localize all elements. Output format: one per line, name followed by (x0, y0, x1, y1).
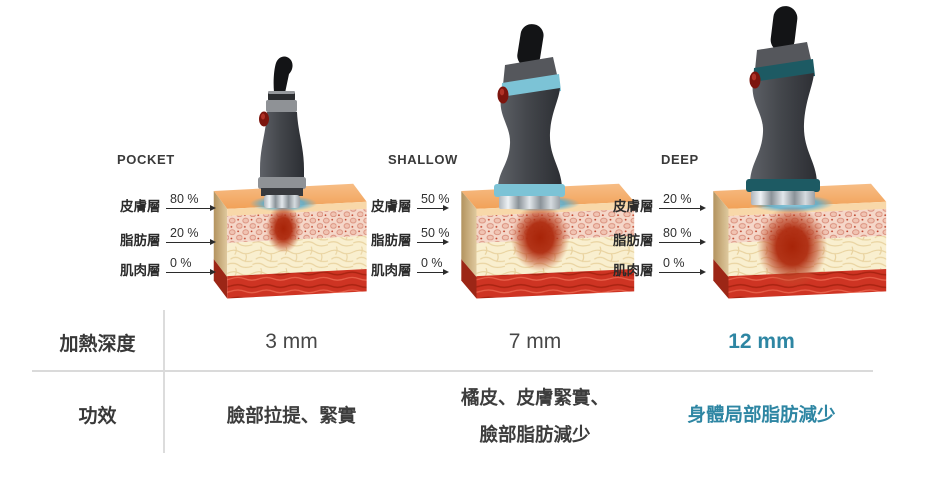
layer-label: 皮膚層 (613, 199, 654, 214)
table-column-divider (163, 310, 165, 453)
layer-percent: 0 % (421, 256, 443, 270)
layer-percent: 20 % (170, 226, 199, 240)
leader-line-arrow (659, 238, 706, 245)
layer-percent: 0 % (170, 256, 192, 270)
leader-line-arrow (659, 204, 706, 211)
handpiece-body (498, 88, 562, 187)
leader-line-arrow (659, 268, 706, 275)
leader-line-arrow (166, 204, 216, 211)
efficacy-pocket: 臉部拉提、緊實 (226, 405, 357, 426)
layer-percent: 50 % (421, 226, 450, 240)
muscle-band (227, 268, 367, 299)
panel-title-deep: DEEP (661, 152, 699, 167)
handpiece-metal-base (751, 191, 815, 205)
layer-row: 肌肉層 0 % (371, 249, 449, 278)
handpiece-top-band (266, 100, 297, 112)
panel-title-pocket: POCKET (117, 152, 175, 167)
leader-line-arrow (417, 204, 449, 211)
depth-value-pocket: 3 mm (265, 330, 318, 353)
skin-block-deep (713, 183, 887, 299)
layer-label: 脂肪層 (120, 233, 161, 248)
layer-row: 脂肪層 20 % (120, 219, 216, 248)
leader-line-arrow (417, 268, 449, 275)
depth-value-shallow: 7 mm (508, 330, 562, 353)
handpiece-tip (517, 24, 544, 68)
efficacy-shallow-line2: 臉部脂肪減少 (479, 424, 591, 445)
heat-zone-shallow-depth (265, 204, 302, 253)
leader-line-arrow (166, 238, 216, 245)
layer-row: 皮膚層 20 % (613, 185, 706, 214)
layer-label: 肌肉層 (371, 263, 412, 278)
handpiece-pocket (258, 56, 306, 208)
layer-label: 皮膚層 (120, 199, 161, 214)
skin-side-face (713, 190, 729, 278)
skin-side-muscle (213, 259, 228, 299)
layer-label: 肌肉層 (120, 263, 161, 278)
layer-percent: 0 % (663, 256, 685, 270)
handpiece-bottom-band (746, 179, 820, 192)
table-row-divider (32, 370, 873, 372)
layer-label: 脂肪層 (613, 233, 654, 248)
handpiece-tip-hook (273, 56, 293, 93)
skin-block-pocket (213, 183, 367, 299)
layer-percent: 50 % (421, 192, 450, 206)
layer-label: 脂肪層 (371, 233, 412, 248)
handpiece-bottom-band (494, 184, 565, 197)
handpiece-metal-base (264, 195, 300, 208)
handpiece-collar (261, 188, 303, 196)
skin-side-muscle (713, 259, 729, 299)
handpiece-bottom-band (258, 177, 306, 189)
layer-row: 肌肉層 0 % (613, 249, 706, 278)
layer-percent: 80 % (170, 192, 199, 206)
muscle-band (476, 268, 635, 299)
handpiece-button-highlight (499, 88, 505, 96)
leader-line-arrow (417, 238, 449, 245)
handpiece-button-highlight (751, 73, 757, 81)
skin-block-shallow (461, 183, 635, 299)
row-header-heating-depth: 加熱深度 (59, 334, 136, 355)
heat-zone-deep-depth (757, 205, 828, 288)
efficacy-deep: 身體局部脂肪減少 (687, 404, 836, 425)
layer-label: 皮膚層 (371, 199, 412, 214)
handpiece-body (750, 73, 817, 182)
layer-row: 脂肪層 80 % (613, 219, 706, 248)
row-header-efficacy: 功效 (78, 406, 117, 427)
skin-side-face (461, 190, 477, 278)
handpiece-button-highlight (261, 113, 265, 120)
skin-side-muscle (461, 259, 477, 299)
efficacy-shallow-line1: 橘皮、皮膚緊實、 (460, 387, 609, 408)
skin-side-face (213, 190, 228, 278)
layer-label: 肌肉層 (613, 263, 654, 278)
layer-row: 皮膚層 50 % (371, 185, 450, 214)
layer-row: 肌肉層 0 % (120, 249, 216, 278)
layer-percent: 80 % (663, 226, 692, 240)
handpiece-deep (746, 6, 820, 205)
panel-title-shallow: SHALLOW (388, 152, 458, 167)
handpiece-tip (770, 6, 798, 52)
handpiece-cap-highlight (268, 91, 295, 94)
heat-zone-mid-depth (510, 203, 570, 272)
layer-row: 皮膚層 80 % (120, 185, 216, 214)
depth-value-deep: 12 mm (728, 330, 795, 353)
fat-band (227, 235, 367, 277)
layer-percent: 20 % (663, 192, 692, 206)
handpiece-shallow (494, 24, 565, 209)
handpiece-metal-base (499, 196, 560, 209)
leader-line-arrow (166, 268, 216, 275)
layer-row: 脂肪層 50 % (371, 219, 450, 248)
handpiece-body (260, 112, 304, 178)
